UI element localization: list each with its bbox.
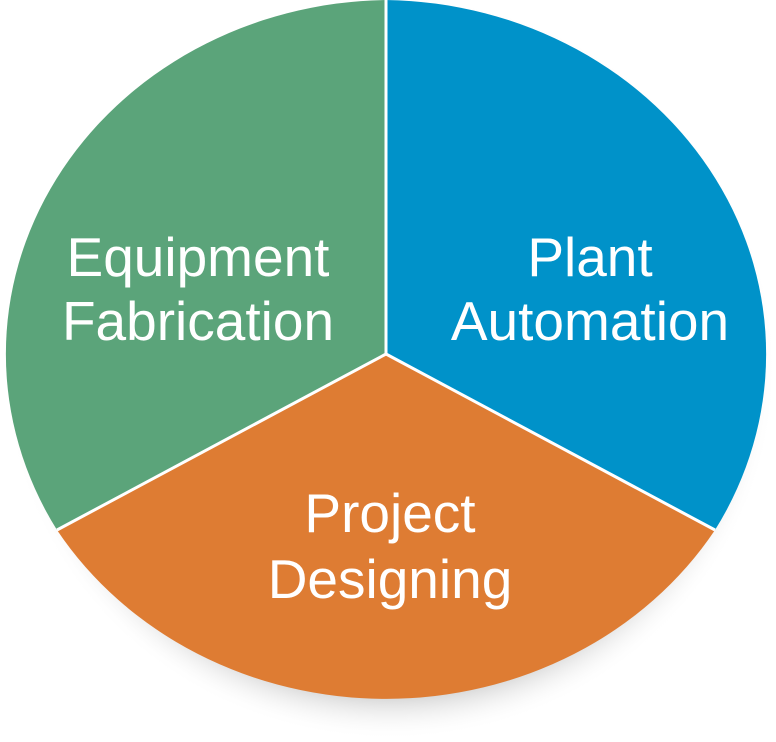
segment-plant-automation xyxy=(386,0,767,530)
label-equipment-line2: Fabrication xyxy=(62,290,334,352)
label-plant-line2: Automation xyxy=(451,290,729,352)
label-project-line2: Designing xyxy=(268,548,513,610)
segment-project-designing xyxy=(57,354,715,699)
divider-right xyxy=(385,352,716,532)
label-project-line1: Project xyxy=(304,482,475,544)
label-equipment-line1: Equipment xyxy=(67,226,330,288)
segment-equipment-fabrication xyxy=(5,0,387,530)
divider-left xyxy=(56,352,387,532)
label-plant-line1: Plant xyxy=(527,226,652,288)
